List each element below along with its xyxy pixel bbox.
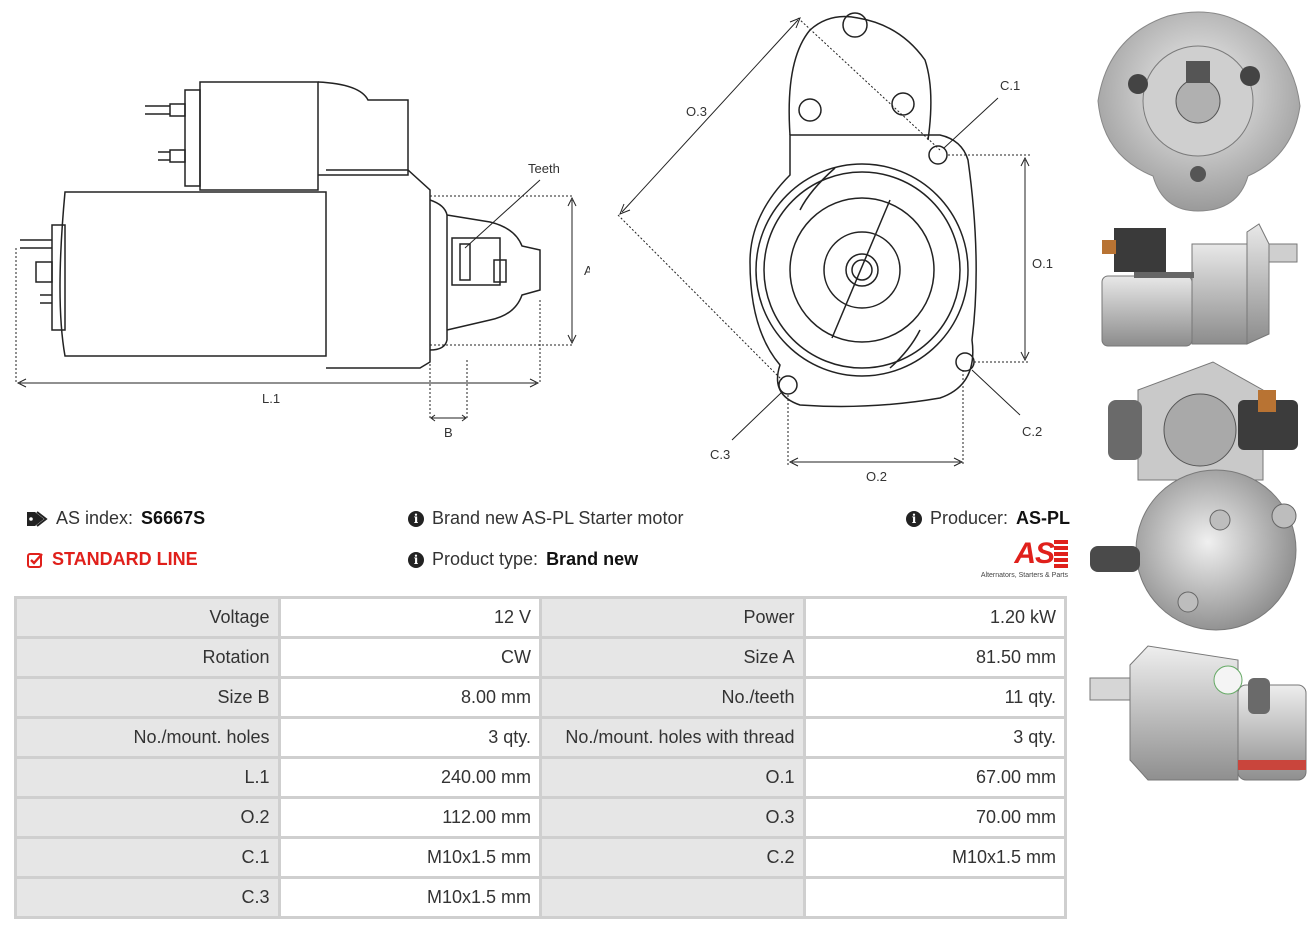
spec-label: Size B: [17, 679, 278, 716]
standard-line-label: STANDARD LINE: [52, 549, 198, 569]
spec-value: 3 qty.: [805, 719, 1064, 756]
as-index-value: S6667S: [141, 508, 206, 528]
tags-icon: [27, 510, 48, 527]
spec-label: [541, 879, 803, 916]
info-icon: i: [408, 551, 424, 568]
checkbox-checked-icon: [27, 552, 43, 568]
photo-rear-view[interactable]: [1088, 360, 1310, 632]
product-type-value: Brand new: [546, 549, 639, 569]
spec-label: No./mount. holes with thread: [541, 719, 803, 756]
product-type-label: Product type:: [432, 549, 539, 569]
spec-label: C.1: [17, 839, 278, 876]
standard-line-badge: STANDARD LINE: [26, 549, 198, 570]
spec-value: M10x1.5 mm: [805, 839, 1064, 876]
teeth-label: Teeth: [528, 161, 560, 176]
info-icon: i: [408, 510, 424, 527]
product-description: i Brand new AS-PL Starter motor: [408, 508, 683, 529]
spec-value: 12 V: [280, 599, 539, 636]
spec-value: 70.00 mm: [805, 799, 1064, 836]
spec-label: O.3: [541, 799, 803, 836]
front-view-drawing: O.3 C.1 O.1 C.2 C.3 O.2: [617, 12, 1053, 484]
side-view-drawing: Teeth A L.1 B: [15, 81, 590, 440]
photo-angled-view[interactable]: [1088, 640, 1310, 788]
description-text: Brand new AS-PL Starter motor: [432, 508, 684, 528]
logo-mark: AS: [1014, 537, 1055, 570]
dim-o1-label: O.1: [1032, 256, 1053, 271]
spec-value: 1.20 kW: [805, 599, 1064, 636]
photo-front-view[interactable]: [1088, 6, 1308, 216]
spec-value: 11 qty.: [805, 679, 1064, 716]
spec-label: Size A: [541, 639, 803, 676]
spec-label: Rotation: [17, 639, 278, 676]
spec-label: Power: [541, 599, 803, 636]
spec-value: M10x1.5 mm: [280, 839, 539, 876]
spec-label: C.2: [541, 839, 803, 876]
dim-c1-label: C.1: [1000, 78, 1020, 93]
info-icon: i: [906, 510, 922, 527]
dim-a-label: A: [584, 263, 590, 278]
producer-label: Producer:: [930, 508, 1009, 528]
photo-side-view[interactable]: [1094, 214, 1308, 350]
spec-value: 8.00 mm: [280, 679, 539, 716]
spec-label: No./teeth: [541, 679, 803, 716]
dim-o3-label: O.3: [686, 104, 707, 119]
product-type: i Product type: Brand new: [408, 549, 638, 570]
spec-label: C.3: [17, 879, 278, 916]
as-pl-logo[interactable]: AS Alternators, Starters & Parts: [966, 538, 1068, 584]
producer: i Producer: AS-PL: [906, 508, 1070, 529]
dim-b-label: B: [444, 425, 453, 440]
as-index: AS index: S6667S: [26, 508, 205, 529]
spec-value: M10x1.5 mm: [280, 879, 539, 916]
dim-o2-label: O.2: [866, 469, 887, 484]
spec-label: No./mount. holes: [17, 719, 278, 756]
spec-label: L.1: [17, 759, 278, 796]
spec-label: O.1: [541, 759, 803, 796]
spec-label: O.2: [17, 799, 278, 836]
producer-value: AS-PL: [1016, 508, 1071, 528]
spec-value: 81.50 mm: [805, 639, 1064, 676]
spec-value: 240.00 mm: [280, 759, 539, 796]
as-index-label: AS index:: [56, 508, 134, 528]
dim-c2-label: C.2: [1022, 424, 1042, 439]
dim-c3-label: C.3: [710, 447, 730, 462]
logo-tagline: Alternators, Starters & Parts: [980, 572, 1068, 579]
spec-value: [805, 879, 1064, 916]
spec-value: 112.00 mm: [280, 799, 539, 836]
spec-value: 3 qty.: [280, 719, 539, 756]
spec-value: 67.00 mm: [805, 759, 1064, 796]
spec-value: CW: [280, 639, 539, 676]
logo-stripes: [1054, 540, 1068, 568]
spec-label: Voltage: [17, 599, 278, 636]
dim-l1-label: L.1: [262, 391, 280, 406]
